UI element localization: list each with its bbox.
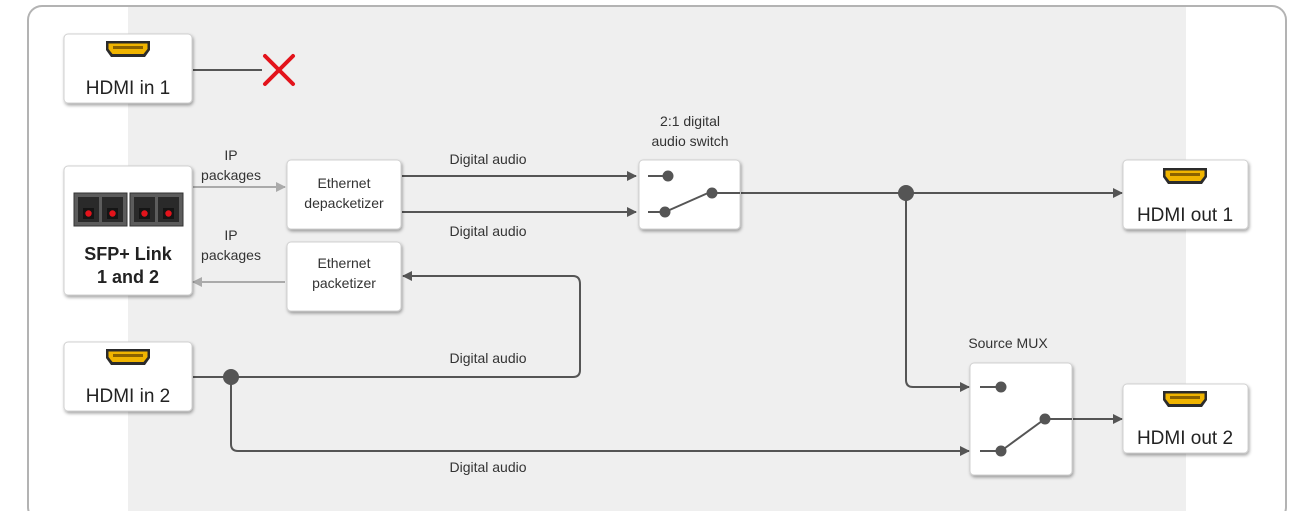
source-mux-title: Source MUX xyxy=(968,335,1048,351)
hdmi-in-2-port: HDMI in 2 xyxy=(63,341,193,412)
digital-audio-label-2: Digital audio xyxy=(449,223,526,239)
ethernet-depacketizer-block: Ethernet depacketizer xyxy=(286,159,402,230)
in2-to-packetizer-arrow xyxy=(193,271,581,378)
disconnect-icon xyxy=(263,54,295,86)
packetizer-label-line1: Ethernet xyxy=(318,255,371,271)
digital-audio-label-1: Digital audio xyxy=(449,151,526,167)
digital-audio-label-4: Digital audio xyxy=(449,459,526,475)
depacketizer-label-line1: Ethernet xyxy=(318,175,371,191)
hdmi-connector-icon xyxy=(106,41,150,57)
out1-to-mux-arrow xyxy=(905,193,970,392)
packetizer-label-line2: packetizer xyxy=(312,275,376,291)
hdmi-connector-icon xyxy=(1163,391,1207,407)
ip-in-label-line1: IP xyxy=(224,147,237,163)
audio-switch-block: 2:1 digital audio switch xyxy=(638,113,741,230)
sfp-label-line2: 1 and 2 xyxy=(97,267,159,287)
ip-out-label-line2: packages xyxy=(201,247,261,263)
hdmi-connector-icon xyxy=(1163,168,1207,184)
hdmi-in-1-port: HDMI in 1 xyxy=(63,33,193,104)
ethernet-packetizer-block: Ethernet packetizer xyxy=(286,241,402,312)
hdmi-connector-icon xyxy=(106,349,150,365)
ip-out-label-line1: IP xyxy=(224,227,237,243)
sfp-link-port: SFP+ Link 1 and 2 xyxy=(63,165,193,296)
mux-switch-symbol-icon xyxy=(980,381,1072,457)
hdmi-out-1-port: HDMI out 1 xyxy=(1122,159,1249,230)
sfp-module-icon xyxy=(73,192,184,227)
hdmi-in-1-label: HDMI in 1 xyxy=(86,78,170,99)
hdmi-out-2-label: HDMI out 2 xyxy=(1137,428,1233,449)
junction-dot-out xyxy=(898,185,914,201)
audio-switch-title-line1: 2:1 digital xyxy=(660,113,720,129)
sfp-label-line1: SFP+ Link xyxy=(84,244,173,264)
switch-symbol-icon xyxy=(648,170,740,218)
in2-to-mux-arrow xyxy=(230,377,970,456)
audio-switch-title-line2: audio switch xyxy=(651,133,728,149)
source-mux-block: Source MUX xyxy=(968,335,1073,476)
hdmi-in-2-label: HDMI in 2 xyxy=(86,386,170,407)
depacketizer-label-line2: depacketizer xyxy=(304,195,384,211)
hdmi-out-2-port: HDMI out 2 xyxy=(1122,383,1249,454)
hdmi-out-1-label: HDMI out 1 xyxy=(1137,205,1233,226)
ip-in-label-line2: packages xyxy=(201,167,261,183)
junction-dot-in2 xyxy=(223,369,239,385)
digital-audio-label-3: Digital audio xyxy=(449,350,526,366)
